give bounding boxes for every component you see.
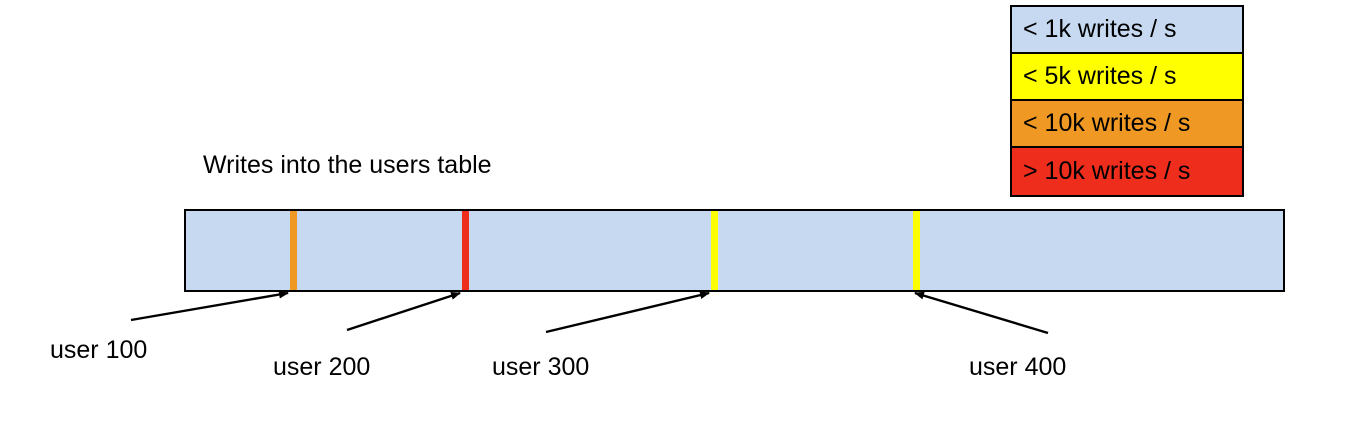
- arrow-user-200: [346, 291, 461, 332]
- callout-user-100: user 100: [50, 336, 148, 364]
- arrow-user-400: [914, 291, 1049, 335]
- legend-label-gt-10k: > 10k writes / s: [1023, 157, 1191, 185]
- users-table-band: [184, 209, 1285, 292]
- marker-user-200: [462, 211, 469, 290]
- legend-row-lt-10k: < 10k writes / s: [1012, 101, 1242, 148]
- legend-label-lt-5k: < 5k writes / s: [1023, 62, 1177, 90]
- legend: < 1k writes / s < 5k writes / s < 10k wr…: [1010, 5, 1244, 197]
- callout-user-300: user 300: [492, 353, 590, 381]
- legend-label-lt-10k: < 10k writes / s: [1023, 109, 1191, 137]
- legend-row-lt-5k: < 5k writes / s: [1012, 54, 1242, 101]
- callout-user-400: user 400: [969, 353, 1067, 381]
- chart-title: Writes into the users table: [203, 151, 492, 179]
- arrow-user-300: [545, 291, 710, 334]
- marker-user-400: [913, 211, 920, 290]
- legend-row-gt-10k: > 10k writes / s: [1012, 148, 1242, 195]
- marker-user-100: [290, 211, 297, 290]
- legend-label-lt-1k: < 1k writes / s: [1023, 15, 1177, 43]
- callout-user-200: user 200: [273, 353, 371, 381]
- arrow-user-100: [130, 290, 289, 322]
- marker-user-300: [711, 211, 718, 290]
- legend-row-lt-1k: < 1k writes / s: [1012, 7, 1242, 54]
